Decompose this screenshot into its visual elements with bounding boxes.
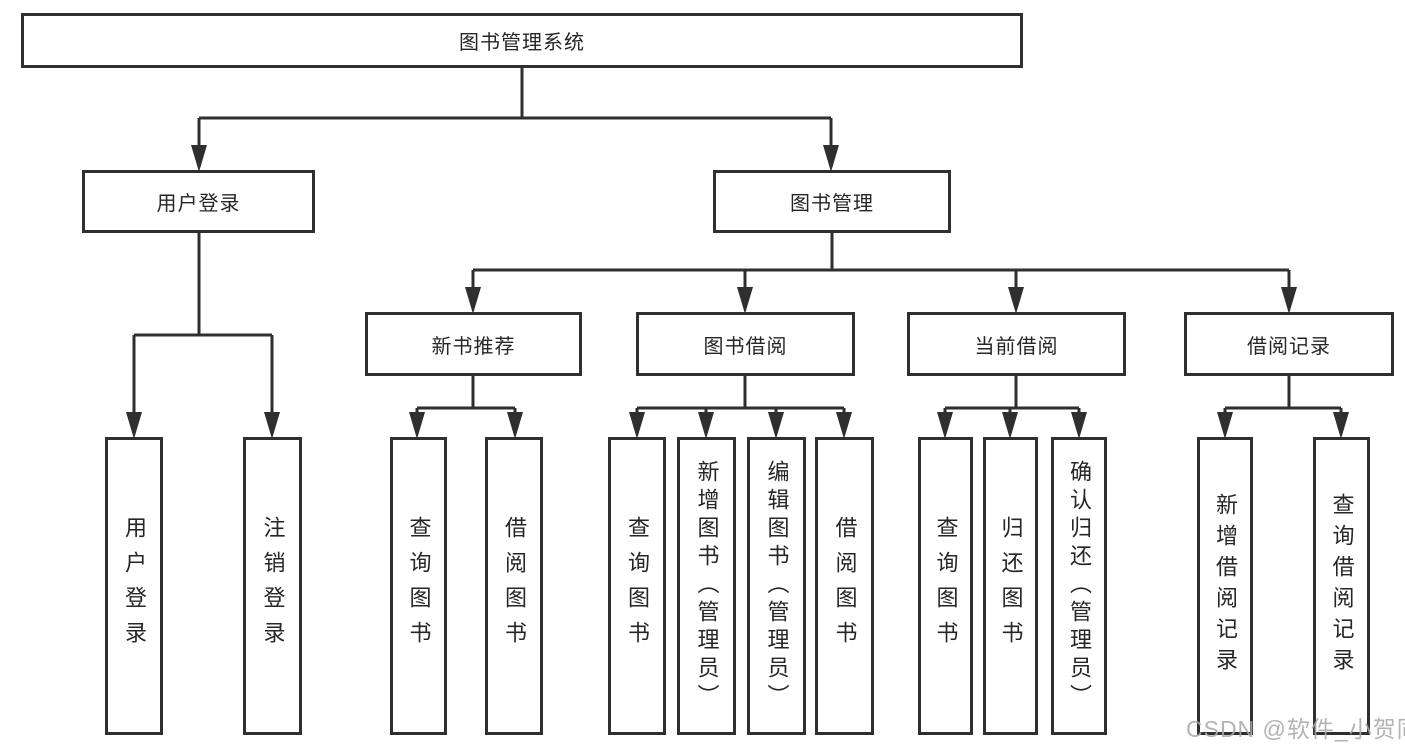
leaf-borrow-query-book: 查询图书 — [608, 437, 666, 735]
arrowheads — [126, 145, 1349, 439]
node-borrow-record-label: 借阅记录 — [1247, 335, 1331, 358]
csdn-watermark: CSDN @软件_小贺同学 — [1186, 716, 1405, 742]
node-user-login: 用户登录 — [82, 170, 315, 233]
leaf-borrow-add-book-admin: 新增图书（管理员） — [677, 437, 736, 735]
node-new-book-recommend-label: 新书推荐 — [431, 335, 516, 358]
leaf-user-login: 用户登录 — [105, 437, 163, 735]
leaf-logout: 注销登录 — [243, 437, 302, 735]
node-root-label: 图书管理系统 — [459, 32, 585, 54]
tree-edges — [132, 68, 1343, 413]
node-current-borrow: 当前借阅 — [907, 312, 1126, 376]
node-root: 图书管理系统 — [21, 13, 1023, 68]
node-book-borrow-label: 图书借阅 — [703, 335, 788, 358]
node-new-book-recommend: 新书推荐 — [365, 312, 582, 376]
leaf-current-confirm-return-admin: 确认归还（管理员） — [1051, 437, 1107, 735]
node-book-management-label: 图书管理 — [790, 193, 874, 215]
leaf-record-query-record: 查询借阅记录 — [1313, 437, 1370, 735]
node-borrow-record: 借阅记录 — [1184, 312, 1394, 376]
leaf-recommend-query-book: 查询图书 — [390, 437, 447, 735]
leaf-record-add-record: 新增借阅记录 — [1197, 437, 1253, 735]
leaf-borrow-edit-book-admin: 编辑图书（管理员） — [747, 437, 806, 735]
leaf-current-return-book: 归还图书 — [983, 437, 1038, 735]
node-user-login-label: 用户登录 — [156, 193, 241, 215]
node-current-borrow-label: 当前借阅 — [974, 335, 1059, 358]
node-book-management: 图书管理 — [713, 170, 951, 233]
leaf-borrow-borrow-book: 借阅图书 — [815, 437, 874, 735]
leaf-recommend-borrow-book: 借阅图书 — [485, 437, 543, 735]
leaf-current-query-book: 查询图书 — [918, 437, 973, 735]
node-book-borrow: 图书借阅 — [636, 312, 855, 376]
